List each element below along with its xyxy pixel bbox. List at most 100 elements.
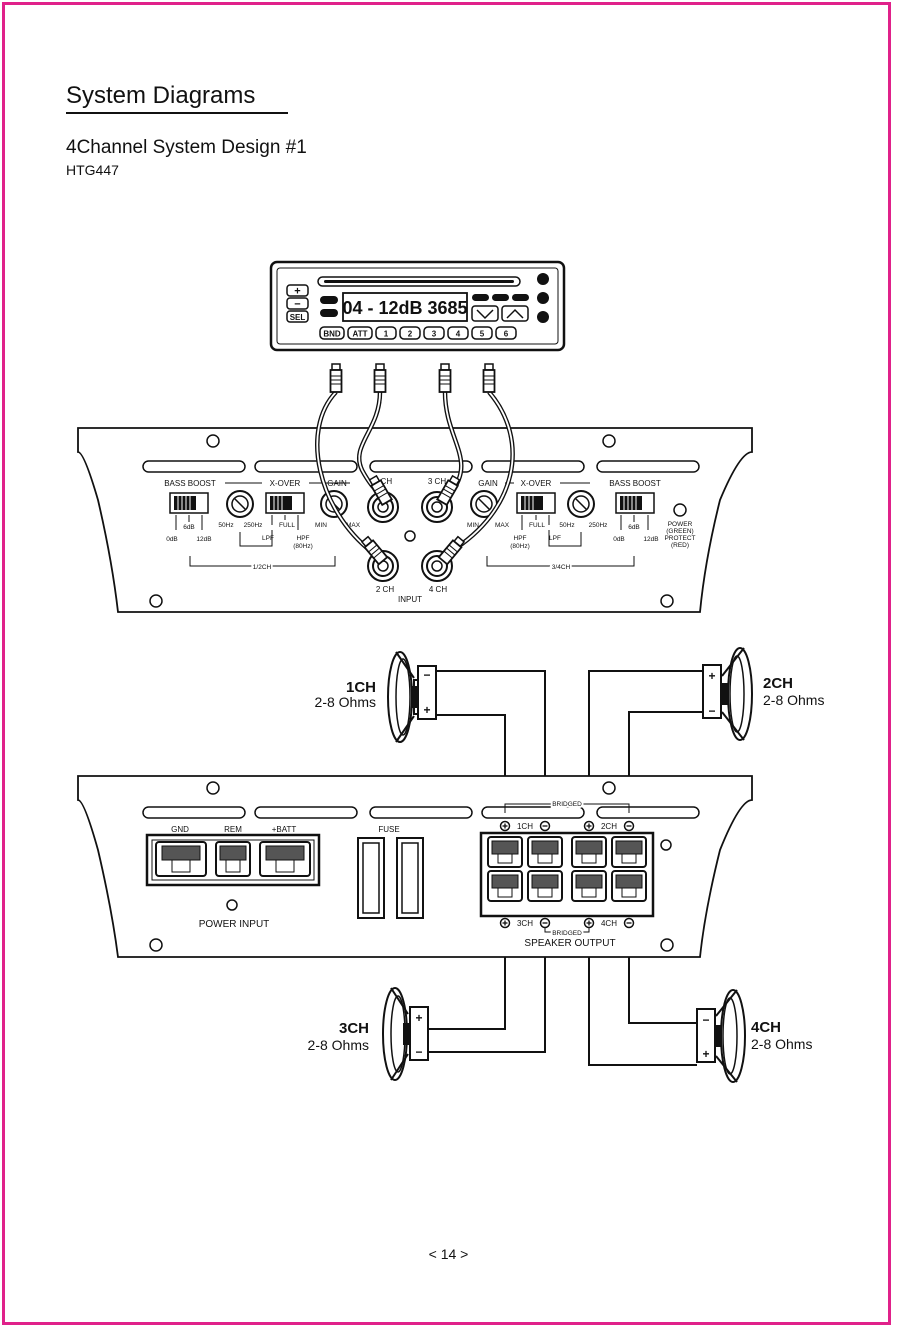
svg-text:250Hz: 250Hz [244, 522, 263, 529]
left-button-bottom[interactable] [320, 309, 338, 317]
speaker-terminal-top-3[interactable] [571, 836, 607, 868]
gnd-terminal[interactable] [155, 841, 207, 877]
svg-text:FULL: FULL [279, 522, 295, 529]
display-button-2[interactable] [492, 294, 509, 301]
speaker-terminal-top-1[interactable] [487, 836, 523, 868]
knob-middle[interactable] [537, 292, 549, 304]
svg-text:POWER: POWER [668, 521, 693, 528]
output-4ch-label: 4CH [601, 919, 617, 928]
positive-terminal-icon [499, 917, 511, 929]
preset-button-2[interactable]: 2 [399, 326, 421, 340]
rem-label: REM [224, 825, 242, 834]
preset-label: 6 [504, 330, 509, 339]
display-button-1[interactable] [472, 294, 489, 301]
preset-label: 3 [432, 330, 437, 339]
speaker-2ch-ohms: 2-8 Ohms [763, 692, 824, 708]
svg-text:6dB: 6dB [183, 524, 195, 531]
speaker-1ch-ohms: 2-8 Ohms [315, 694, 376, 710]
svg-text:+: + [423, 703, 430, 717]
svg-text:(80Hz): (80Hz) [293, 543, 313, 550]
mount-hole [660, 594, 674, 608]
xover-label-right: X-OVER [521, 479, 552, 488]
preset-button-4[interactable]: 4 [447, 326, 469, 340]
seek-up-button[interactable] [501, 305, 529, 322]
fuse-1[interactable] [357, 837, 385, 919]
svg-text:+: + [702, 1047, 709, 1061]
speaker-4ch: − + [696, 989, 746, 1083]
bridged-label-top: BRIDGED [552, 801, 582, 808]
mount-hole [660, 938, 674, 952]
svg-text:MAX: MAX [495, 522, 510, 529]
input-label: INPUT [398, 595, 422, 604]
mount-hole [602, 781, 616, 795]
batt-terminal[interactable] [259, 841, 311, 877]
volume-down-button[interactable]: − [286, 297, 309, 311]
input-1ch-label: 1 CH [374, 477, 392, 486]
preset-label: 5 [480, 330, 485, 339]
display-button-3[interactable] [512, 294, 529, 301]
display-readout: 04 - 12dB 3685 [342, 298, 467, 318]
chevron-up-icon [506, 308, 524, 319]
page-title: System Diagrams [66, 82, 256, 109]
bass-boost-label-right: BASS BOOST [609, 479, 661, 488]
speaker-terminal-bottom-4[interactable] [611, 870, 647, 902]
select-button[interactable]: SEL [286, 310, 309, 323]
svg-text:HPF: HPF [297, 535, 310, 542]
chevron-down-icon [476, 309, 494, 320]
fuse-2[interactable] [396, 837, 424, 919]
svg-text:12dB: 12dB [643, 536, 658, 543]
negative-terminal-icon [539, 917, 551, 929]
svg-text:(80Hz): (80Hz) [510, 543, 530, 550]
positive-terminal-icon [583, 917, 595, 929]
svg-text:−: − [702, 1013, 709, 1027]
volume-down-label: − [294, 299, 300, 311]
speaker-terminal-bottom-2[interactable] [527, 870, 563, 902]
svg-text:50Hz: 50Hz [559, 522, 574, 529]
polarity-symbols [499, 820, 635, 929]
seek-down-button[interactable] [471, 305, 499, 322]
speaker-terminal-top-2[interactable] [527, 836, 563, 868]
mount-hole [206, 781, 220, 795]
svg-text:−: − [708, 704, 715, 718]
rca-plug [373, 363, 387, 393]
speaker-1ch-label: 1CH [346, 679, 376, 696]
page-number: < 14 > [428, 1246, 469, 1262]
svg-text:MAX: MAX [346, 522, 361, 529]
head-unit-display [342, 292, 468, 322]
preset-label: 1 [384, 330, 389, 339]
preset-button-5[interactable]: 5 [471, 326, 493, 340]
positive-terminal-icon [583, 820, 595, 832]
bridged-label-bottom: BRIDGED [552, 930, 582, 937]
positive-terminal-icon [499, 820, 511, 832]
svg-text:(RED): (RED) [671, 542, 689, 549]
svg-text:(GREEN): (GREEN) [666, 528, 693, 535]
preset-button-6[interactable]: 6 [495, 326, 517, 340]
knob-top[interactable] [537, 273, 549, 285]
preset-button-bnd[interactable]: BND [319, 326, 345, 340]
left-button-top[interactable] [320, 296, 338, 304]
amplifier-top-panel: BASS BOOST 6dB 0dB 12dB X-OVER 50Hz 250H… [77, 427, 753, 613]
negative-terminal-icon [539, 820, 551, 832]
svg-text:12dB: 12dB [196, 536, 211, 543]
speaker-terminal-bottom-1[interactable] [487, 870, 523, 902]
gnd-label: GND [171, 825, 189, 834]
speaker-3ch-ohms: 2-8 Ohms [308, 1037, 369, 1053]
mount-hole [149, 594, 163, 608]
preset-label: 4 [456, 330, 461, 339]
preset-button-3[interactable]: 3 [423, 326, 445, 340]
amplifier-bottom-panel: GND REM +BATT POWER INPUT FUSE 1CH 2CH 3… [77, 775, 753, 958]
speaker-4ch-ohms: 2-8 Ohms [751, 1036, 812, 1052]
volume-up-button[interactable]: + [286, 284, 309, 298]
preset-button-att[interactable]: ATT [347, 326, 373, 340]
rem-terminal[interactable] [215, 841, 251, 877]
speaker-terminal-top-4[interactable] [611, 836, 647, 868]
preset-label: 2 [408, 330, 413, 339]
speaker-terminal-bottom-3[interactable] [571, 870, 607, 902]
knob-bottom[interactable] [537, 311, 549, 323]
svg-text:MIN: MIN [467, 522, 479, 529]
model-number: HTG447 [66, 162, 119, 178]
output-2ch-label: 2CH [601, 822, 617, 831]
svg-text:0dB: 0dB [166, 536, 178, 543]
preset-button-1[interactable]: 1 [375, 326, 397, 340]
